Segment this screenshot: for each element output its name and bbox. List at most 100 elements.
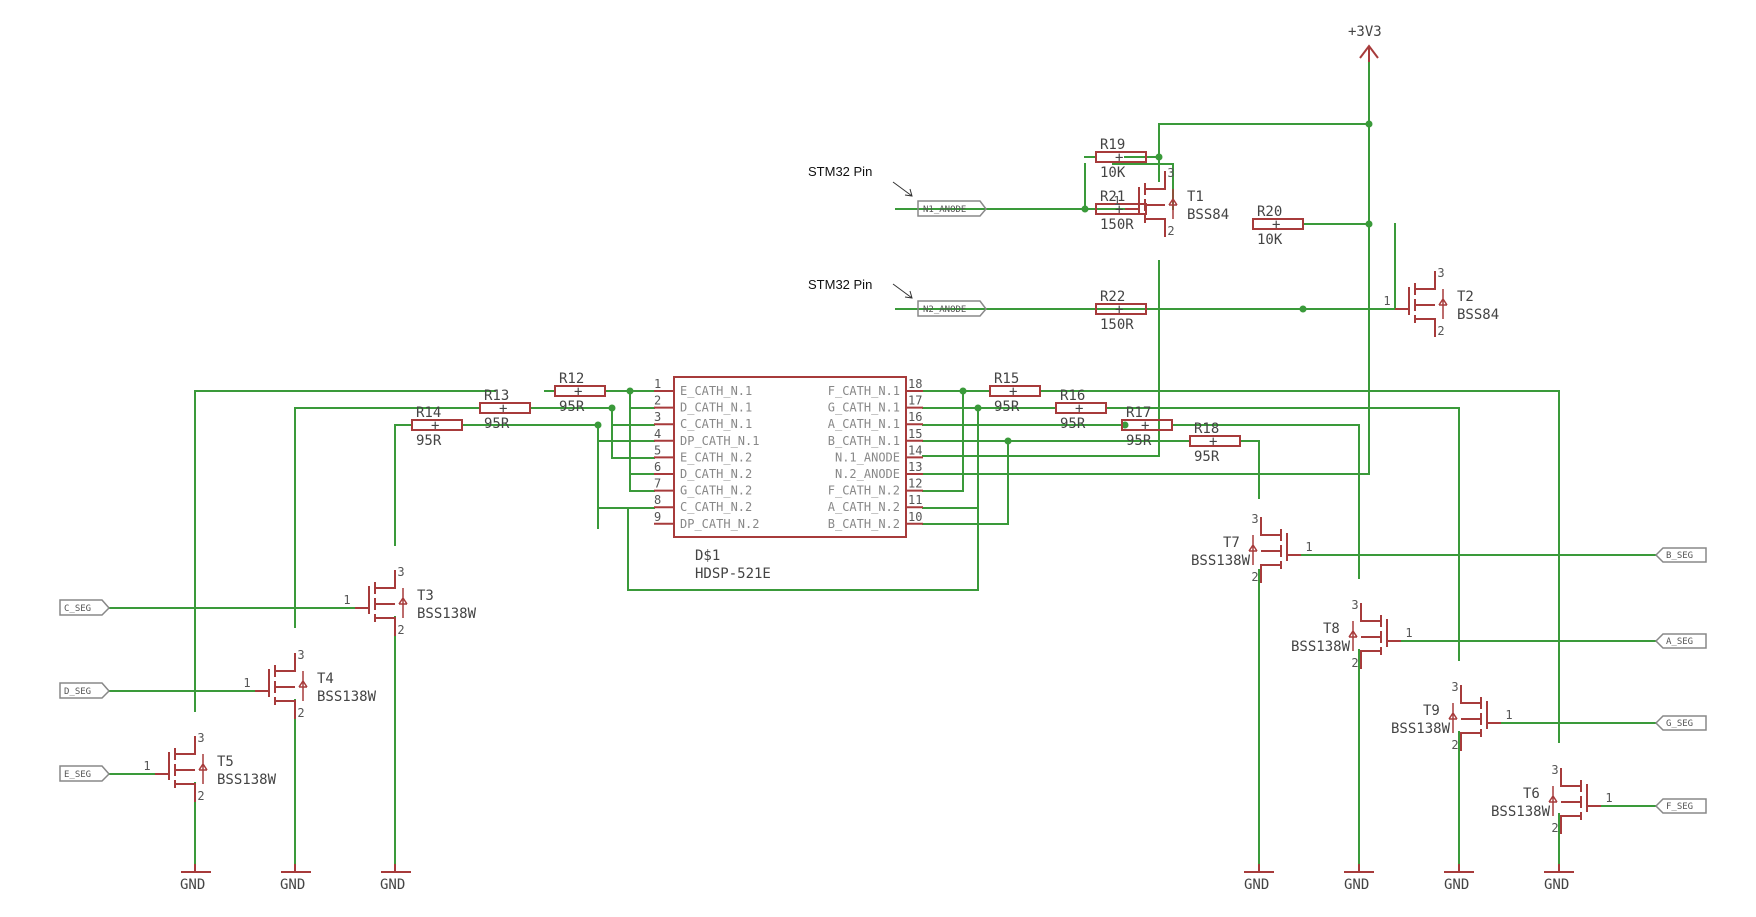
- ic-pin-name: C_CATH_N.1: [680, 417, 752, 431]
- transistor-value: BSS138W: [1191, 553, 1251, 569]
- transistor-pin-source: 2: [1551, 821, 1558, 835]
- ic-pin-name: N.1_ANODE: [835, 450, 900, 464]
- ic-pin-15: 15B_CATH_N.1: [828, 427, 923, 448]
- svg-text:GND: GND: [180, 877, 205, 893]
- net-label-a-seg: A_SEG: [1654, 633, 1707, 649]
- resistor-ref: R15: [994, 371, 1019, 387]
- transistors: 132T1BSS84132T2BSS84132T3BSS138W132T4BSS…: [143, 166, 1612, 835]
- transistor-ref: T2: [1457, 289, 1474, 305]
- note-stm32-n1: STM32 Pin: [808, 164, 872, 179]
- ic-pin-16: 16A_CATH_N.1: [828, 410, 923, 431]
- ic-pin-name: DP_CATH_N.2: [680, 517, 759, 531]
- resistor-plus: +: [499, 401, 507, 417]
- wires: [108, 55, 1657, 871]
- transistor-ref: T7: [1223, 535, 1240, 551]
- transistor-ref: T1: [1187, 189, 1204, 205]
- transistor-value: BSS138W: [417, 606, 477, 622]
- ic-pin-number: 5: [654, 443, 661, 457]
- transistor-pin-drain: 3: [1351, 598, 1358, 612]
- transistor-pin-gate: 1: [1113, 194, 1120, 208]
- transistor-pin-source: 2: [1451, 738, 1458, 752]
- transistor-pin-drain: 3: [197, 731, 204, 745]
- annotations: STM32 Pin STM32 Pin: [808, 164, 913, 299]
- junctions: [594, 120, 1373, 445]
- ic-pin-14: 14N.1_ANODE: [835, 443, 923, 464]
- transistor-pin-gate: 1: [1305, 540, 1312, 554]
- resistor-value: 10K: [1100, 165, 1126, 181]
- resistor-value: 95R: [1194, 449, 1220, 465]
- svg-text:C_SEG: C_SEG: [64, 604, 91, 614]
- transistor-pin-gate: 1: [1605, 791, 1612, 805]
- transistor-pin-drain: 3: [1251, 512, 1258, 526]
- ic-pin-11: 11A_CATH_N.2: [828, 493, 923, 514]
- ic-pin-number: 9: [654, 510, 661, 524]
- ic-pin-number: 3: [654, 410, 661, 424]
- svg-text:N1_ANODE: N1_ANODE: [923, 205, 966, 215]
- resistor-plus: +: [1272, 217, 1280, 233]
- ic-pin-number: 13: [908, 460, 922, 474]
- resistor-plus: +: [1115, 302, 1123, 318]
- ic-pin-17: 17G_CATH_N.1: [828, 394, 923, 415]
- supply-symbol: +3V3: [1348, 24, 1382, 62]
- resistor-plus: +: [1209, 434, 1217, 450]
- resistor-plus: +: [431, 418, 439, 434]
- resistor-ref: R22: [1100, 289, 1125, 305]
- supply-label: +3V3: [1348, 24, 1382, 40]
- transistor-value: BSS138W: [1391, 721, 1451, 737]
- transistor-value: BSS138W: [1491, 804, 1551, 820]
- resistor-ref: R17: [1126, 405, 1151, 421]
- resistor-ref: R14: [416, 405, 441, 421]
- resistor-ref: R21: [1100, 189, 1125, 205]
- net-label-f-seg: F_SEG: [1654, 798, 1707, 814]
- resistor-ref: R18: [1194, 421, 1219, 437]
- resistor-plus: +: [1115, 202, 1123, 218]
- resistor-value: 150R: [1100, 217, 1134, 233]
- gnd-6: GND: [1444, 864, 1474, 893]
- ic-pin-name: N.2_ANODE: [835, 467, 900, 481]
- resistor-value: 95R: [1060, 416, 1086, 432]
- transistor-pin-source: 2: [1251, 570, 1258, 584]
- transistor-pin-gate: 1: [1505, 708, 1512, 722]
- svg-text:B_SEG: B_SEG: [1666, 551, 1693, 561]
- resistor-plus: +: [1075, 401, 1083, 417]
- transistor-pin-source: 2: [397, 623, 404, 637]
- transistor-ref: T6: [1523, 786, 1540, 802]
- svg-text:GND: GND: [1244, 877, 1269, 893]
- resistor-ref: R16: [1060, 388, 1085, 404]
- transistor-pin-source: 2: [1167, 224, 1174, 238]
- transistor-pin-source: 2: [197, 789, 204, 803]
- transistor-pin-drain: 3: [1167, 166, 1174, 180]
- transistor-pin-source: 2: [1437, 324, 1444, 338]
- ic-pin-number: 15: [908, 427, 922, 441]
- gnd-2: GND: [280, 864, 311, 893]
- svg-text:N2_ANODE: N2_ANODE: [923, 305, 966, 315]
- transistor-pin-gate: 1: [143, 759, 150, 773]
- transistor-value: BSS84: [1187, 207, 1229, 223]
- ic-pin-number: 8: [654, 493, 661, 507]
- ic-pin-12: 12F_CATH_N.2: [828, 477, 923, 498]
- transistor-value: BSS84: [1457, 307, 1499, 323]
- resistors: +R1295R+R1395R+R1495R+R1595R+R1695R+R179…: [411, 137, 1304, 465]
- net-label-d-seg: D_SEG: [59, 682, 111, 699]
- ic-pin-number: 7: [654, 477, 661, 491]
- transistor-pin-drain: 3: [1437, 266, 1444, 280]
- svg-text:F_SEG: F_SEG: [1666, 802, 1693, 812]
- resistor-ref: R19: [1100, 137, 1125, 153]
- ic-pin-number: 2: [654, 394, 661, 408]
